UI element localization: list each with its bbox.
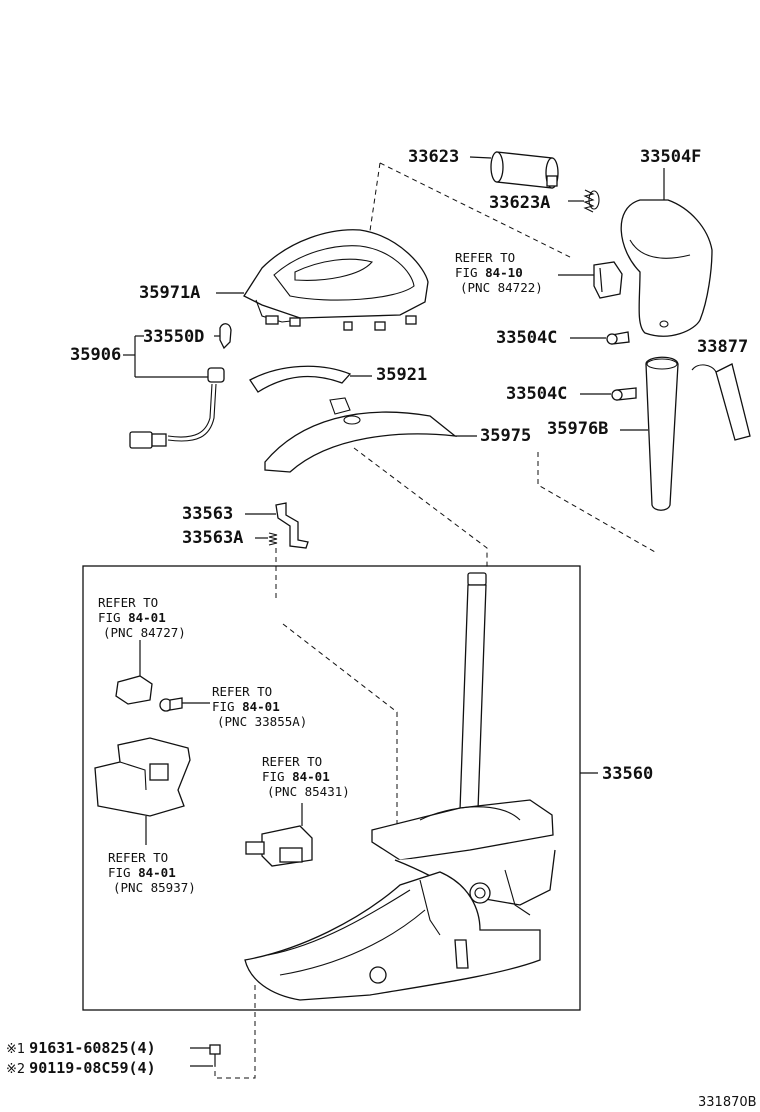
part-35921-plate[interactable] xyxy=(249,365,372,393)
part-35906-wire-harness[interactable] xyxy=(123,335,225,449)
label-33504F: 33504F xyxy=(640,147,701,167)
label-33560: 33560 xyxy=(602,764,653,784)
part-35976B-lever-boot[interactable] xyxy=(620,356,679,511)
svg-text:REFER TO: REFER TO xyxy=(212,684,272,699)
part-33504C-screw-2[interactable] xyxy=(580,387,637,401)
svg-text:FIG 84-01: FIG 84-01 xyxy=(262,769,330,784)
part-33623-cylinder[interactable] xyxy=(469,151,559,189)
label-33504C-lower: 33504C xyxy=(506,384,567,404)
part-84727-switch[interactable] xyxy=(115,640,153,705)
dashed-guides xyxy=(214,162,656,1079)
svg-text:FIG 84-10: FIG 84-10 xyxy=(455,265,523,280)
svg-text:(PNC 33855A): (PNC 33855A) xyxy=(217,714,307,729)
svg-text:FIG 84-01: FIG 84-01 xyxy=(98,610,166,625)
part-84722-button[interactable] xyxy=(558,261,623,299)
part-35975-slide-cover[interactable] xyxy=(264,397,477,473)
part-85937-module[interactable] xyxy=(94,737,191,845)
refer-note-85937: REFER TO FIG 84-01 (PNC 85937) xyxy=(108,850,196,895)
svg-text:REFER TO: REFER TO xyxy=(262,754,322,769)
label-33550D: 33550D xyxy=(143,327,204,347)
label-33623: 33623 xyxy=(408,147,459,167)
label-35921: 35921 xyxy=(376,365,427,385)
label-35975: 35975 xyxy=(480,426,531,446)
part-33504F-shift-knob[interactable] xyxy=(620,168,713,337)
refer-note-85431: REFER TO FIG 84-01 (PNC 85431) xyxy=(262,754,350,799)
svg-text:(PNC 84727): (PNC 84727) xyxy=(103,625,186,640)
part-labels: 33623 33623A 33504F 35971A 33550D 35906 … xyxy=(70,147,748,784)
label-33877: 33877 xyxy=(697,337,748,357)
svg-text:FIG 84-01: FIG 84-01 xyxy=(212,699,280,714)
part-33563A-spring[interactable] xyxy=(255,532,278,546)
label-33563A: 33563A xyxy=(182,528,243,548)
label-33623A: 33623A xyxy=(489,193,550,213)
assembly-33560-box xyxy=(82,565,598,1011)
svg-text:(PNC 85937): (PNC 85937) xyxy=(113,880,196,895)
part-33504C-screw-1[interactable] xyxy=(570,331,630,345)
part-33855A-clip[interactable] xyxy=(159,697,210,712)
svg-text:REFER TO: REFER TO xyxy=(108,850,168,865)
svg-text:FIG 84-01: FIG 84-01 xyxy=(108,865,176,880)
svg-text:(PNC 84722): (PNC 84722) xyxy=(460,280,543,295)
part-33560-shift-lever-assembly[interactable] xyxy=(244,572,556,1001)
refer-note-84727: REFER TO FIG 84-01 (PNC 84727) xyxy=(98,595,186,640)
refer-note-84722: REFER TO FIG 84-10 (PNC 84722) xyxy=(455,250,543,295)
refer-note-33855A: REFER TO FIG 84-01 (PNC 33855A) xyxy=(212,684,307,729)
diagram-code: 331870B xyxy=(698,1095,757,1110)
part-33550D-bulb[interactable] xyxy=(214,323,232,350)
part-bolt-footnote[interactable] xyxy=(190,1044,221,1067)
svg-text:REFER TO: REFER TO xyxy=(98,595,158,610)
part-35971A-indicator-housing[interactable] xyxy=(216,229,429,331)
part-33623A-spring[interactable] xyxy=(568,189,600,213)
part-33877-label[interactable] xyxy=(691,363,751,441)
label-35971A: 35971A xyxy=(139,283,200,303)
label-35976B: 35976B xyxy=(547,419,608,439)
label-35906: 35906 xyxy=(70,345,121,365)
svg-text:REFER TO: REFER TO xyxy=(455,250,515,265)
svg-text:(PNC 85431): (PNC 85431) xyxy=(267,784,350,799)
part-85431-solenoid[interactable] xyxy=(245,803,313,867)
part-33563-stopper[interactable] xyxy=(245,502,309,549)
label-33504C-upper: 33504C xyxy=(496,328,557,348)
label-33563: 33563 xyxy=(182,504,233,524)
